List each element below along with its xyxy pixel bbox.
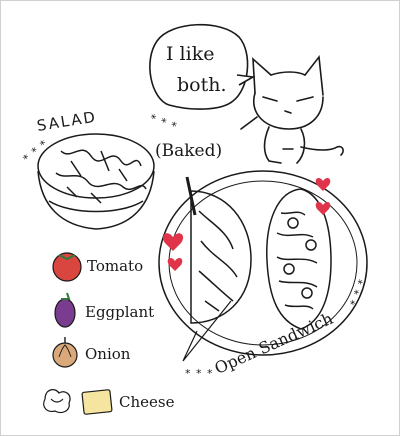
salad-stars-left: * * * bbox=[21, 137, 51, 165]
speech-bubble bbox=[149, 23, 256, 110]
legend-eggplant-label: Eggplant bbox=[85, 303, 155, 321]
tomato-icon bbox=[52, 252, 82, 282]
plate-icon bbox=[158, 170, 368, 356]
eggplant-icon bbox=[54, 292, 76, 328]
legend-onion-label: Onion bbox=[85, 345, 131, 363]
lettuce-icon bbox=[43, 389, 71, 414]
baked-label: (Baked) bbox=[155, 141, 223, 161]
legend-cheese-label: Cheese bbox=[119, 393, 175, 411]
pointer-lines bbox=[182, 300, 232, 362]
cheese-icon bbox=[81, 389, 113, 415]
onion-icon bbox=[52, 337, 78, 368]
speech-line-1: I like bbox=[166, 43, 215, 65]
sandwich-stars-right: * * * bbox=[348, 277, 370, 308]
salad-bowl-icon bbox=[37, 133, 155, 230]
salad-stars-right: * * * bbox=[148, 112, 179, 134]
legend-tomato-label: Tomato bbox=[87, 257, 144, 275]
cat-icon bbox=[240, 54, 344, 164]
speech-line-2: both. bbox=[177, 74, 227, 96]
heart-icon bbox=[162, 178, 331, 271]
sandwich-stars-left: * * * bbox=[185, 367, 214, 380]
